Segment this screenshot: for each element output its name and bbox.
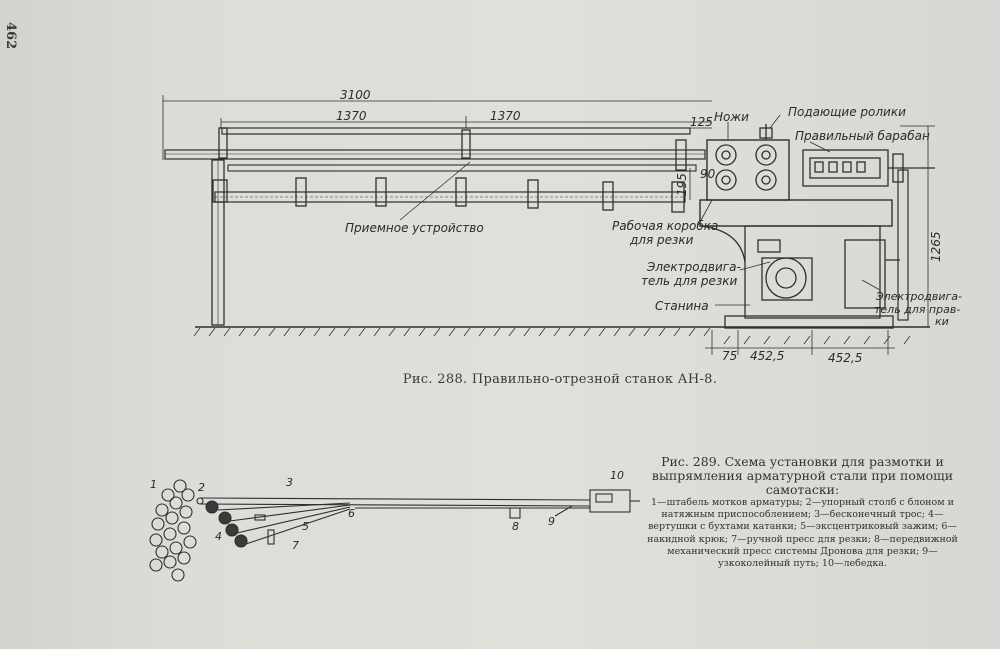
label-straight-motor-line2: тель для прав-: [874, 303, 960, 316]
figure-289-caption: Рис. 289. Схема установки для размотки и…: [651, 454, 954, 497]
fig289-num-7: 7: [292, 539, 299, 552]
label-straight-motor-line3: ки: [935, 315, 949, 328]
dim-75: 75: [722, 349, 737, 363]
label-straightening-drum: Правильный барабан: [795, 129, 930, 143]
label-frame: Станина: [655, 299, 709, 313]
label-cut-motor-line2: тель для резки: [641, 274, 738, 288]
dim-total: 3100: [340, 88, 371, 102]
figure-289-legend: 1—штабель мотков арматуры; 2—упорный сто…: [647, 497, 958, 570]
dim-right: 1370: [490, 109, 521, 123]
dim-125: 125: [690, 115, 713, 129]
figure-288-caption: Рис. 288. Правильно-отрезной станок АН-8…: [402, 372, 718, 387]
label-knives: Ножи: [714, 110, 749, 124]
dim-90: 90: [700, 167, 716, 181]
fig289-num-9: 9: [548, 515, 555, 528]
fig289-num-4: 4: [215, 530, 222, 543]
label-feed-rollers: Подающие ролики: [788, 105, 906, 119]
fig289-num-8: 8: [512, 520, 519, 533]
fig289-num-6: 6: [348, 507, 355, 520]
dim-452-b: 452,5: [828, 351, 862, 365]
dim-left: 1370: [336, 109, 367, 123]
fig289-num-1: 1: [150, 478, 157, 491]
label-receiving-device: Приемное устройство: [345, 221, 484, 235]
dim-1265: 1265: [929, 231, 943, 262]
label-working-box-line1: Рабочая коробка: [612, 219, 718, 233]
label-working-box-line2: для резки: [629, 233, 694, 247]
label-cut-motor-line1: Электродвига-: [646, 260, 741, 274]
dim-195: 195: [675, 173, 689, 196]
dim-452-a: 452,5: [750, 349, 784, 363]
fig289-num-3: 3: [286, 476, 293, 489]
fig289-num-5: 5: [302, 520, 309, 533]
label-straight-motor-line1: Электродвига-: [875, 290, 962, 303]
fig289-num-10: 10: [610, 469, 624, 482]
fig289-num-2: 2: [198, 481, 205, 494]
